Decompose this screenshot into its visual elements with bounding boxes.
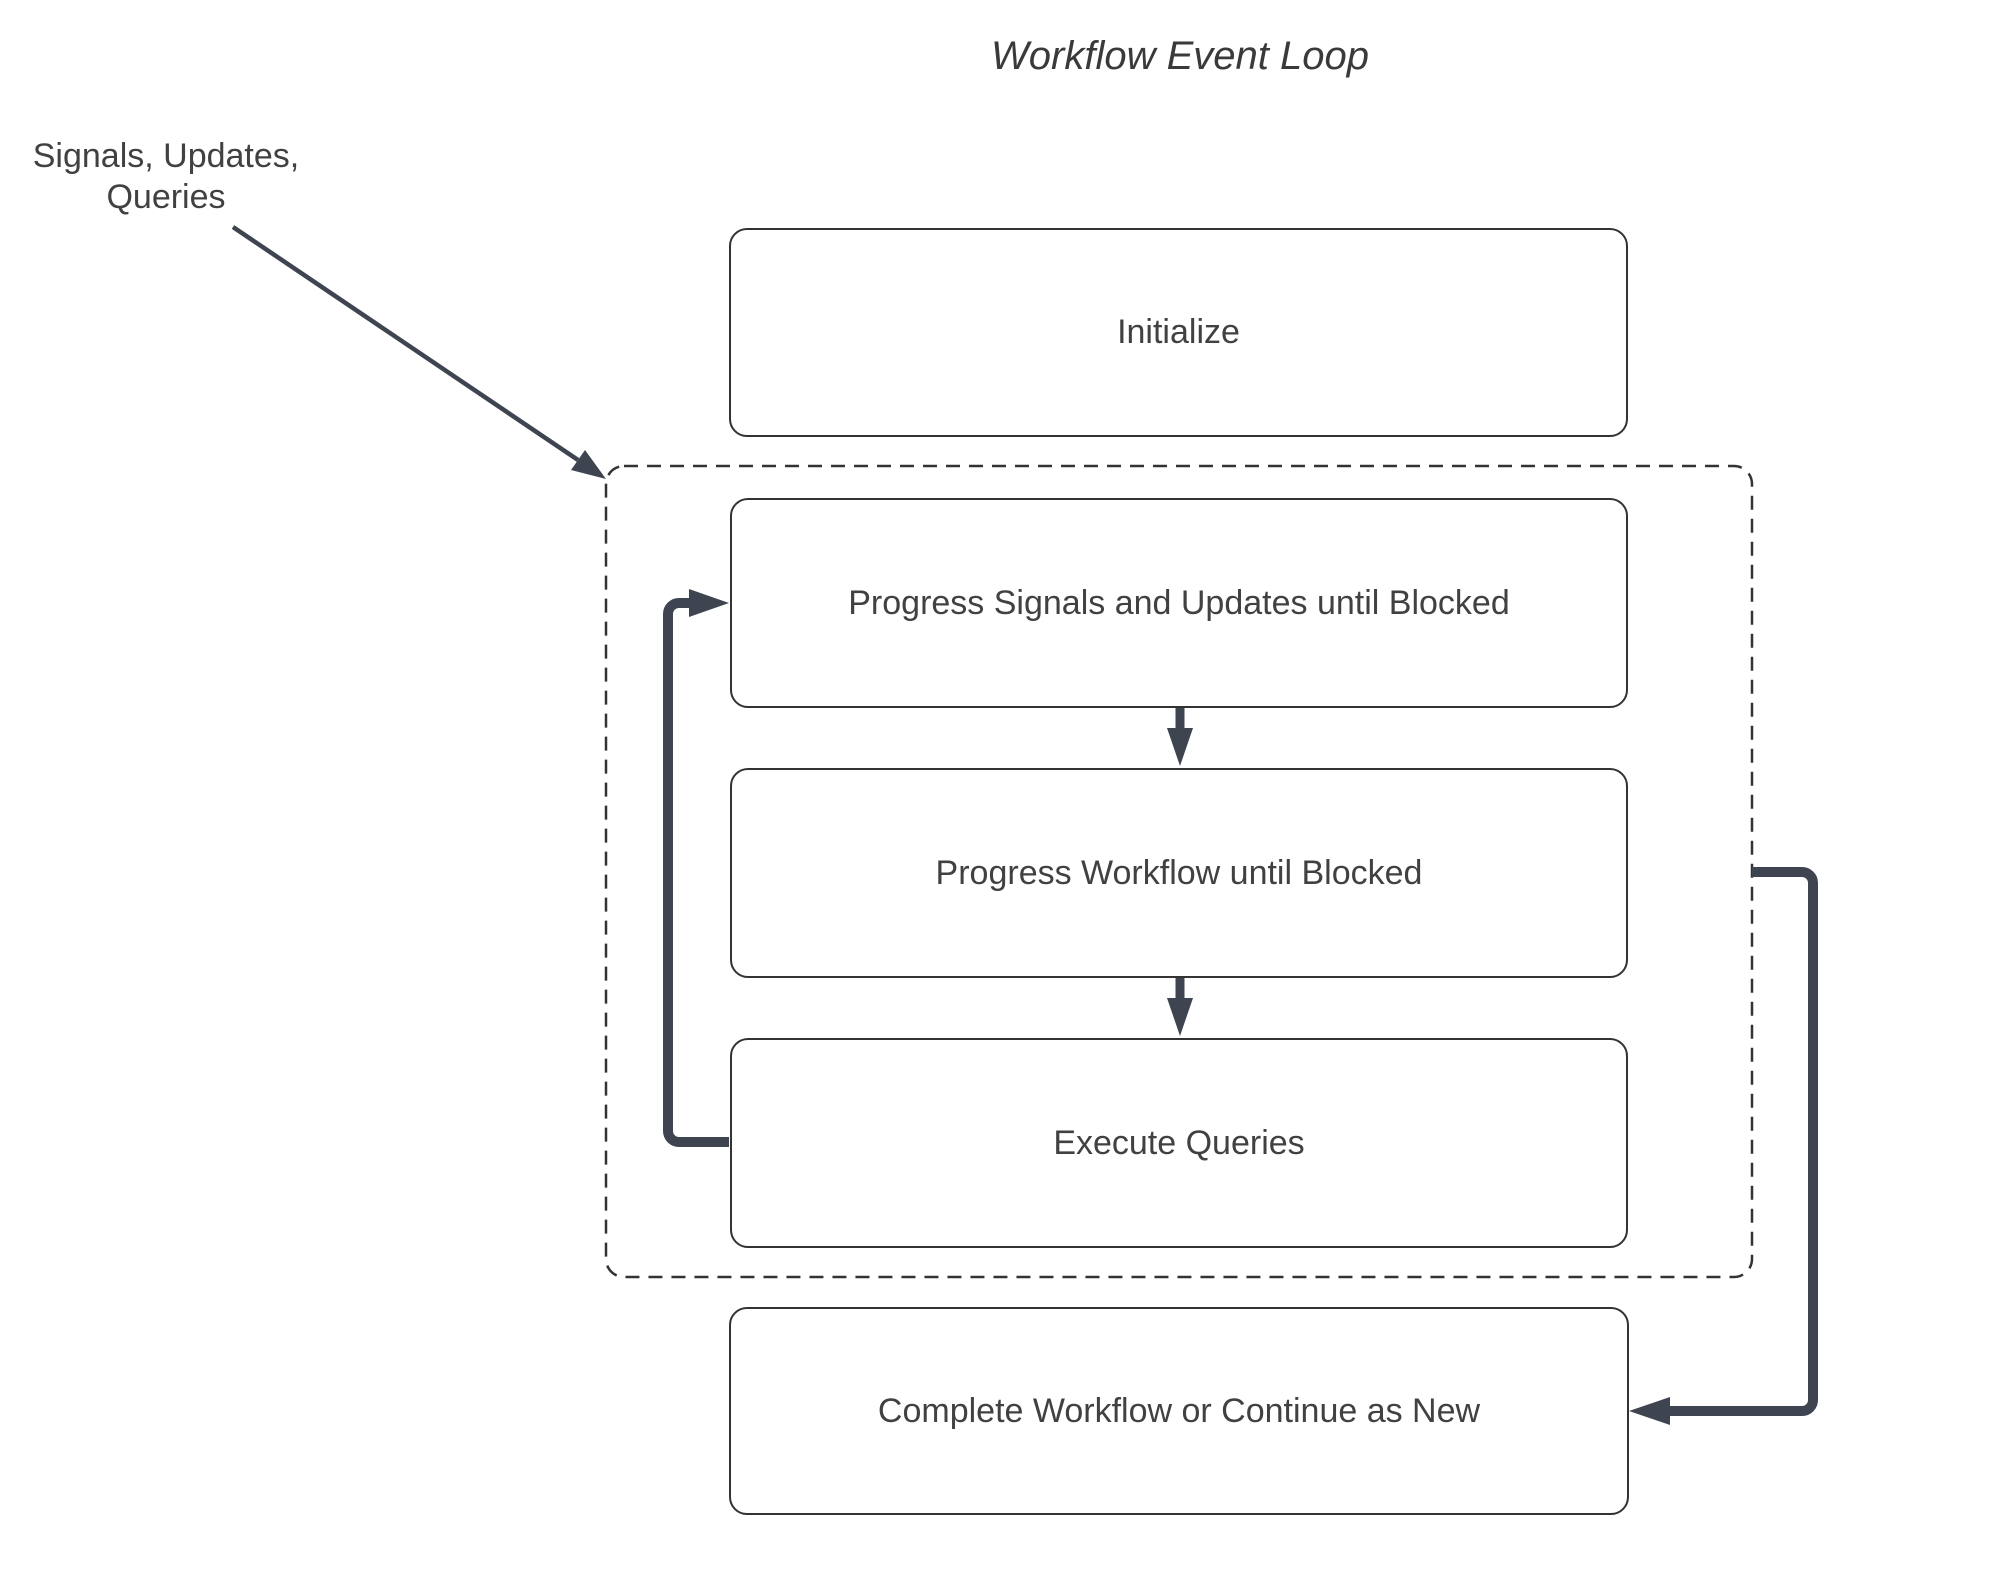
- arrow-queries-loopback-to-signals: [663, 589, 729, 1147]
- arrow-workflow-to-queries: [1167, 978, 1193, 1036]
- arrow-signals-to-workflow: [1167, 708, 1193, 766]
- page-title: Workflow Event Loop: [991, 34, 1369, 78]
- node-initialize: Initialize: [729, 228, 1628, 437]
- node-execute-queries: Execute Queries: [730, 1038, 1628, 1248]
- arrow-loop-to-complete: [1629, 867, 1818, 1425]
- node-progress-workflow: Progress Workflow until Blocked: [730, 768, 1628, 978]
- node-complete-workflow-label: Complete Workflow or Continue as New: [877, 1391, 1481, 1430]
- node-execute-queries-label: Execute Queries: [1053, 1123, 1305, 1162]
- node-progress-signals-label: Progress Signals and Updates until Block…: [848, 583, 1510, 622]
- annotation-signals-updates-queries: Signals, Updates, Queries: [32, 137, 300, 217]
- node-initialize-label: Initialize: [1117, 313, 1240, 351]
- node-progress-signals-updates: Progress Signals and Updates until Block…: [730, 498, 1628, 708]
- signals-arrow: [231, 225, 606, 479]
- node-progress-workflow-label: Progress Workflow until Blocked: [935, 853, 1423, 892]
- node-complete-workflow: Complete Workflow or Continue as New: [729, 1307, 1629, 1515]
